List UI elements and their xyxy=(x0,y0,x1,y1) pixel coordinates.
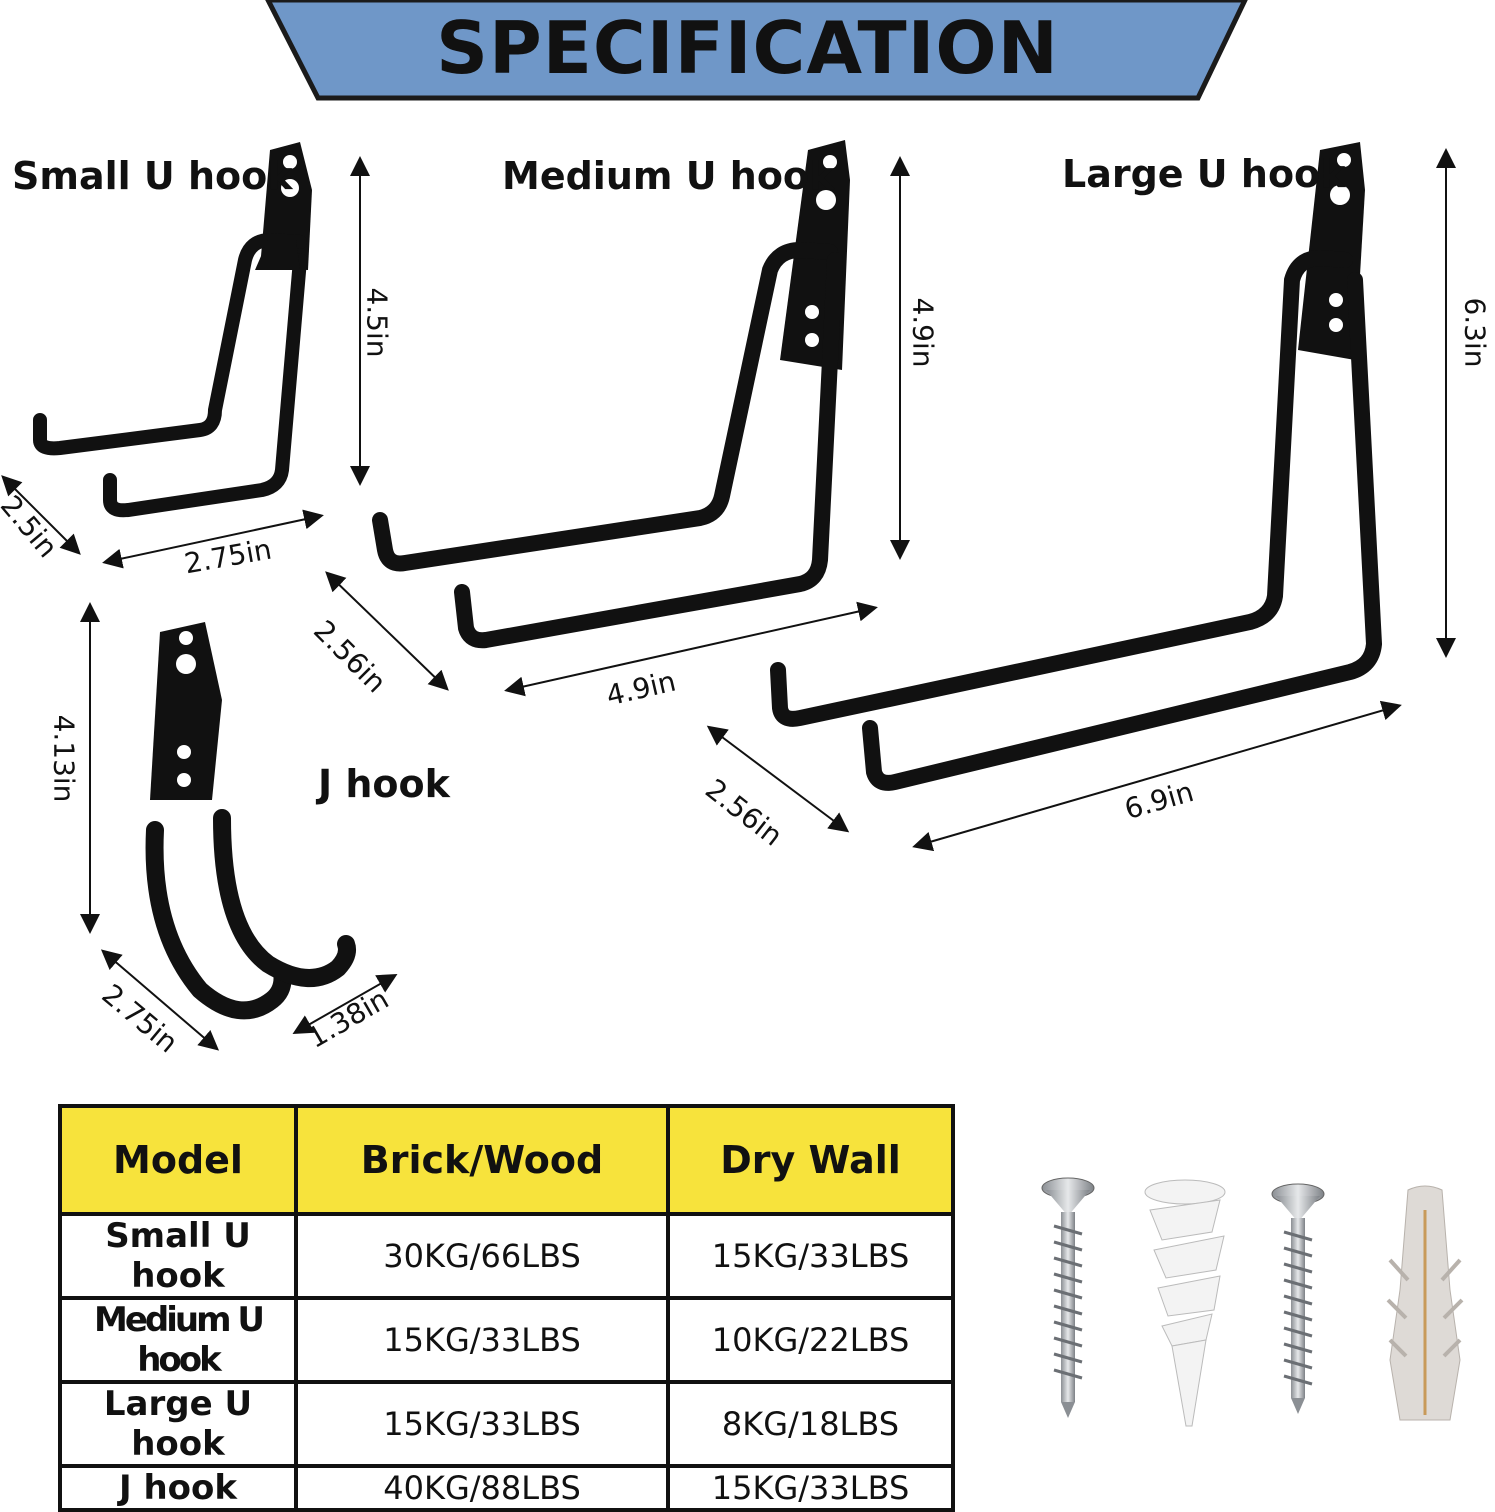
model-cell: Large U hook xyxy=(58,1380,298,1468)
model-cell: Small U hook xyxy=(58,1212,298,1300)
screw-icon xyxy=(1271,1183,1325,1414)
table-row: Small U hook 30KG/66LBS 15KG/33LBS xyxy=(58,1212,955,1300)
small-u-hook-dimensions xyxy=(1,156,370,569)
medium-u-hook-image xyxy=(372,140,850,649)
dry-wall-cell: 10KG/22LBS xyxy=(666,1296,955,1384)
model-cell: Medium U hook xyxy=(58,1296,298,1384)
j-hook-dimensions xyxy=(80,602,398,1051)
medium-u-hook-dimensions xyxy=(325,156,910,697)
brick-wood-cell: 30KG/66LBS xyxy=(294,1212,670,1300)
brick-wood-cell: 40KG/88LBS xyxy=(294,1464,670,1512)
column-header-brick-wood: Brick/Wood xyxy=(294,1104,670,1216)
small-u-hook-label: Small U hook xyxy=(12,154,293,198)
column-header-dry-wall: Dry Wall xyxy=(666,1104,955,1216)
specification-banner xyxy=(265,0,1248,101)
brick-wood-cell: 15KG/33LBS xyxy=(294,1296,670,1384)
large-u-hook-image xyxy=(770,142,1383,791)
column-header-model: Model xyxy=(58,1104,298,1216)
table-header-row: Model Brick/Wood Dry Wall xyxy=(58,1104,955,1216)
j-hook-height-label: 4.13in xyxy=(47,714,81,803)
hooks-illustration xyxy=(1,140,1456,1051)
page-title: SPECIFICATION xyxy=(436,6,1059,90)
j-hook-label: J hook xyxy=(318,762,450,806)
dry-wall-cell: 8KG/18LBS xyxy=(666,1380,955,1468)
plastic-anchor-icon xyxy=(1386,1185,1464,1421)
medium-u-hook-height-label: 4.9in xyxy=(906,297,940,368)
medium-u-hook-label: Medium U hook xyxy=(502,154,835,198)
load-capacity-table: Model Brick/Wood Dry Wall Small U hook 3… xyxy=(58,1104,955,1512)
table-row: J hook 40KG/88LBS 15KG/33LBS xyxy=(58,1464,955,1512)
drywall-anchor-icon xyxy=(1144,1179,1226,1427)
brick-wood-cell: 15KG/33LBS xyxy=(294,1380,670,1468)
large-u-hook-height-label: 6.3in xyxy=(1458,297,1492,368)
large-u-hook-dimensions xyxy=(706,148,1456,852)
table-row: Large U hook 15KG/33LBS 8KG/18LBS xyxy=(58,1380,955,1468)
hardware-illustration xyxy=(1041,1177,1464,1427)
small-u-hook-image xyxy=(33,142,312,518)
dry-wall-cell: 15KG/33LBS xyxy=(666,1212,955,1300)
table-row: Medium U hook 15KG/33LBS 10KG/22LBS xyxy=(58,1296,955,1384)
dry-wall-cell: 15KG/33LBS xyxy=(666,1464,955,1512)
small-u-hook-height-label: 4.5in xyxy=(360,287,394,358)
j-hook-image xyxy=(145,622,356,1020)
large-u-hook-label: Large U hook xyxy=(1062,152,1346,196)
screw-icon xyxy=(1041,1177,1095,1418)
model-cell: J hook xyxy=(58,1464,298,1512)
